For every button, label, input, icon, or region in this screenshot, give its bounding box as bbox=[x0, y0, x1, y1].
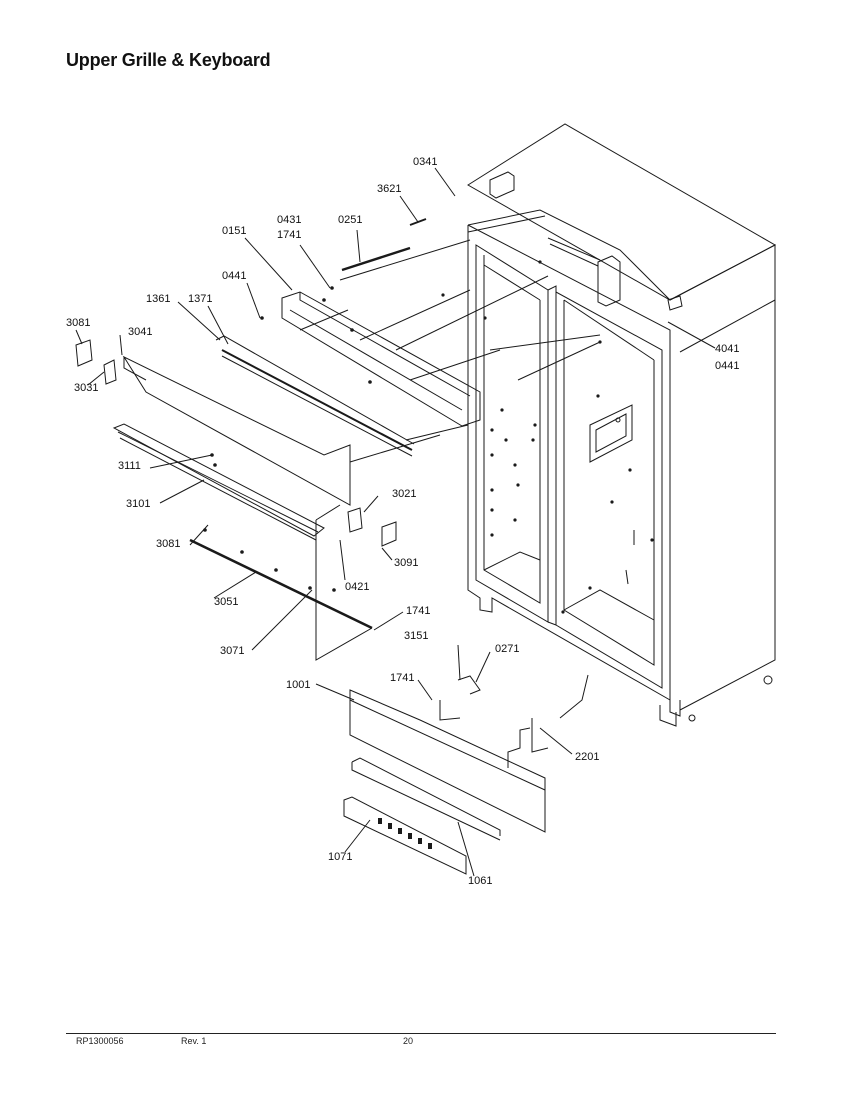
callout-3091: 3091 bbox=[394, 557, 418, 569]
callout-0341: 0341 bbox=[413, 156, 437, 168]
callout-3621: 3621 bbox=[377, 183, 401, 195]
callout-3101: 3101 bbox=[126, 498, 150, 510]
page-title: Upper Grille & Keyboard bbox=[66, 50, 271, 70]
callout-3021: 3021 bbox=[392, 488, 416, 500]
callout-4041: 4041 bbox=[715, 343, 739, 355]
callout-1741-mid: 1741 bbox=[406, 605, 430, 617]
callout-1001: 1001 bbox=[286, 679, 310, 691]
callout-1061: 1061 bbox=[468, 875, 492, 887]
callout-0441-right: 0441 bbox=[715, 360, 739, 372]
footer-rule bbox=[66, 1033, 776, 1034]
callout-1741-top: 1741 bbox=[277, 229, 301, 241]
callout-1741-low: 1741 bbox=[390, 672, 414, 684]
callout-3151: 3151 bbox=[404, 630, 428, 642]
keyboard-parts bbox=[343, 674, 589, 875]
callout-0151: 0151 bbox=[222, 225, 246, 237]
callout-3031: 3031 bbox=[74, 382, 98, 394]
callout-3081-middle: 3081 bbox=[156, 538, 180, 550]
callout-labels: 0341 3621 0431 1741 0251 0151 0441 1361 … bbox=[66, 156, 739, 887]
callout-3051: 3051 bbox=[214, 596, 238, 608]
page-number: 20 bbox=[403, 1036, 414, 1046]
callout-0431: 0431 bbox=[277, 214, 301, 226]
callout-1071: 1071 bbox=[328, 851, 352, 863]
callout-0441-left: 0441 bbox=[222, 270, 246, 282]
upper-grille-parts bbox=[75, 218, 601, 661]
callout-0251: 0251 bbox=[338, 214, 362, 226]
callout-0271: 0271 bbox=[495, 643, 519, 655]
callout-3071: 3071 bbox=[220, 645, 244, 657]
doc-number: RP1300056 bbox=[76, 1036, 124, 1046]
callout-3081-left: 3081 bbox=[66, 317, 90, 329]
callout-2201: 2201 bbox=[575, 751, 599, 763]
revision: Rev. 1 bbox=[181, 1036, 207, 1046]
callout-1361: 1361 bbox=[146, 293, 170, 305]
callout-3041: 3041 bbox=[128, 326, 152, 338]
callout-0421: 0421 bbox=[345, 581, 369, 593]
leader-lines bbox=[75, 167, 716, 877]
callout-1371: 1371 bbox=[188, 293, 212, 305]
callout-3111: 3111 bbox=[118, 460, 141, 472]
cabinet-drawing bbox=[441, 123, 777, 727]
